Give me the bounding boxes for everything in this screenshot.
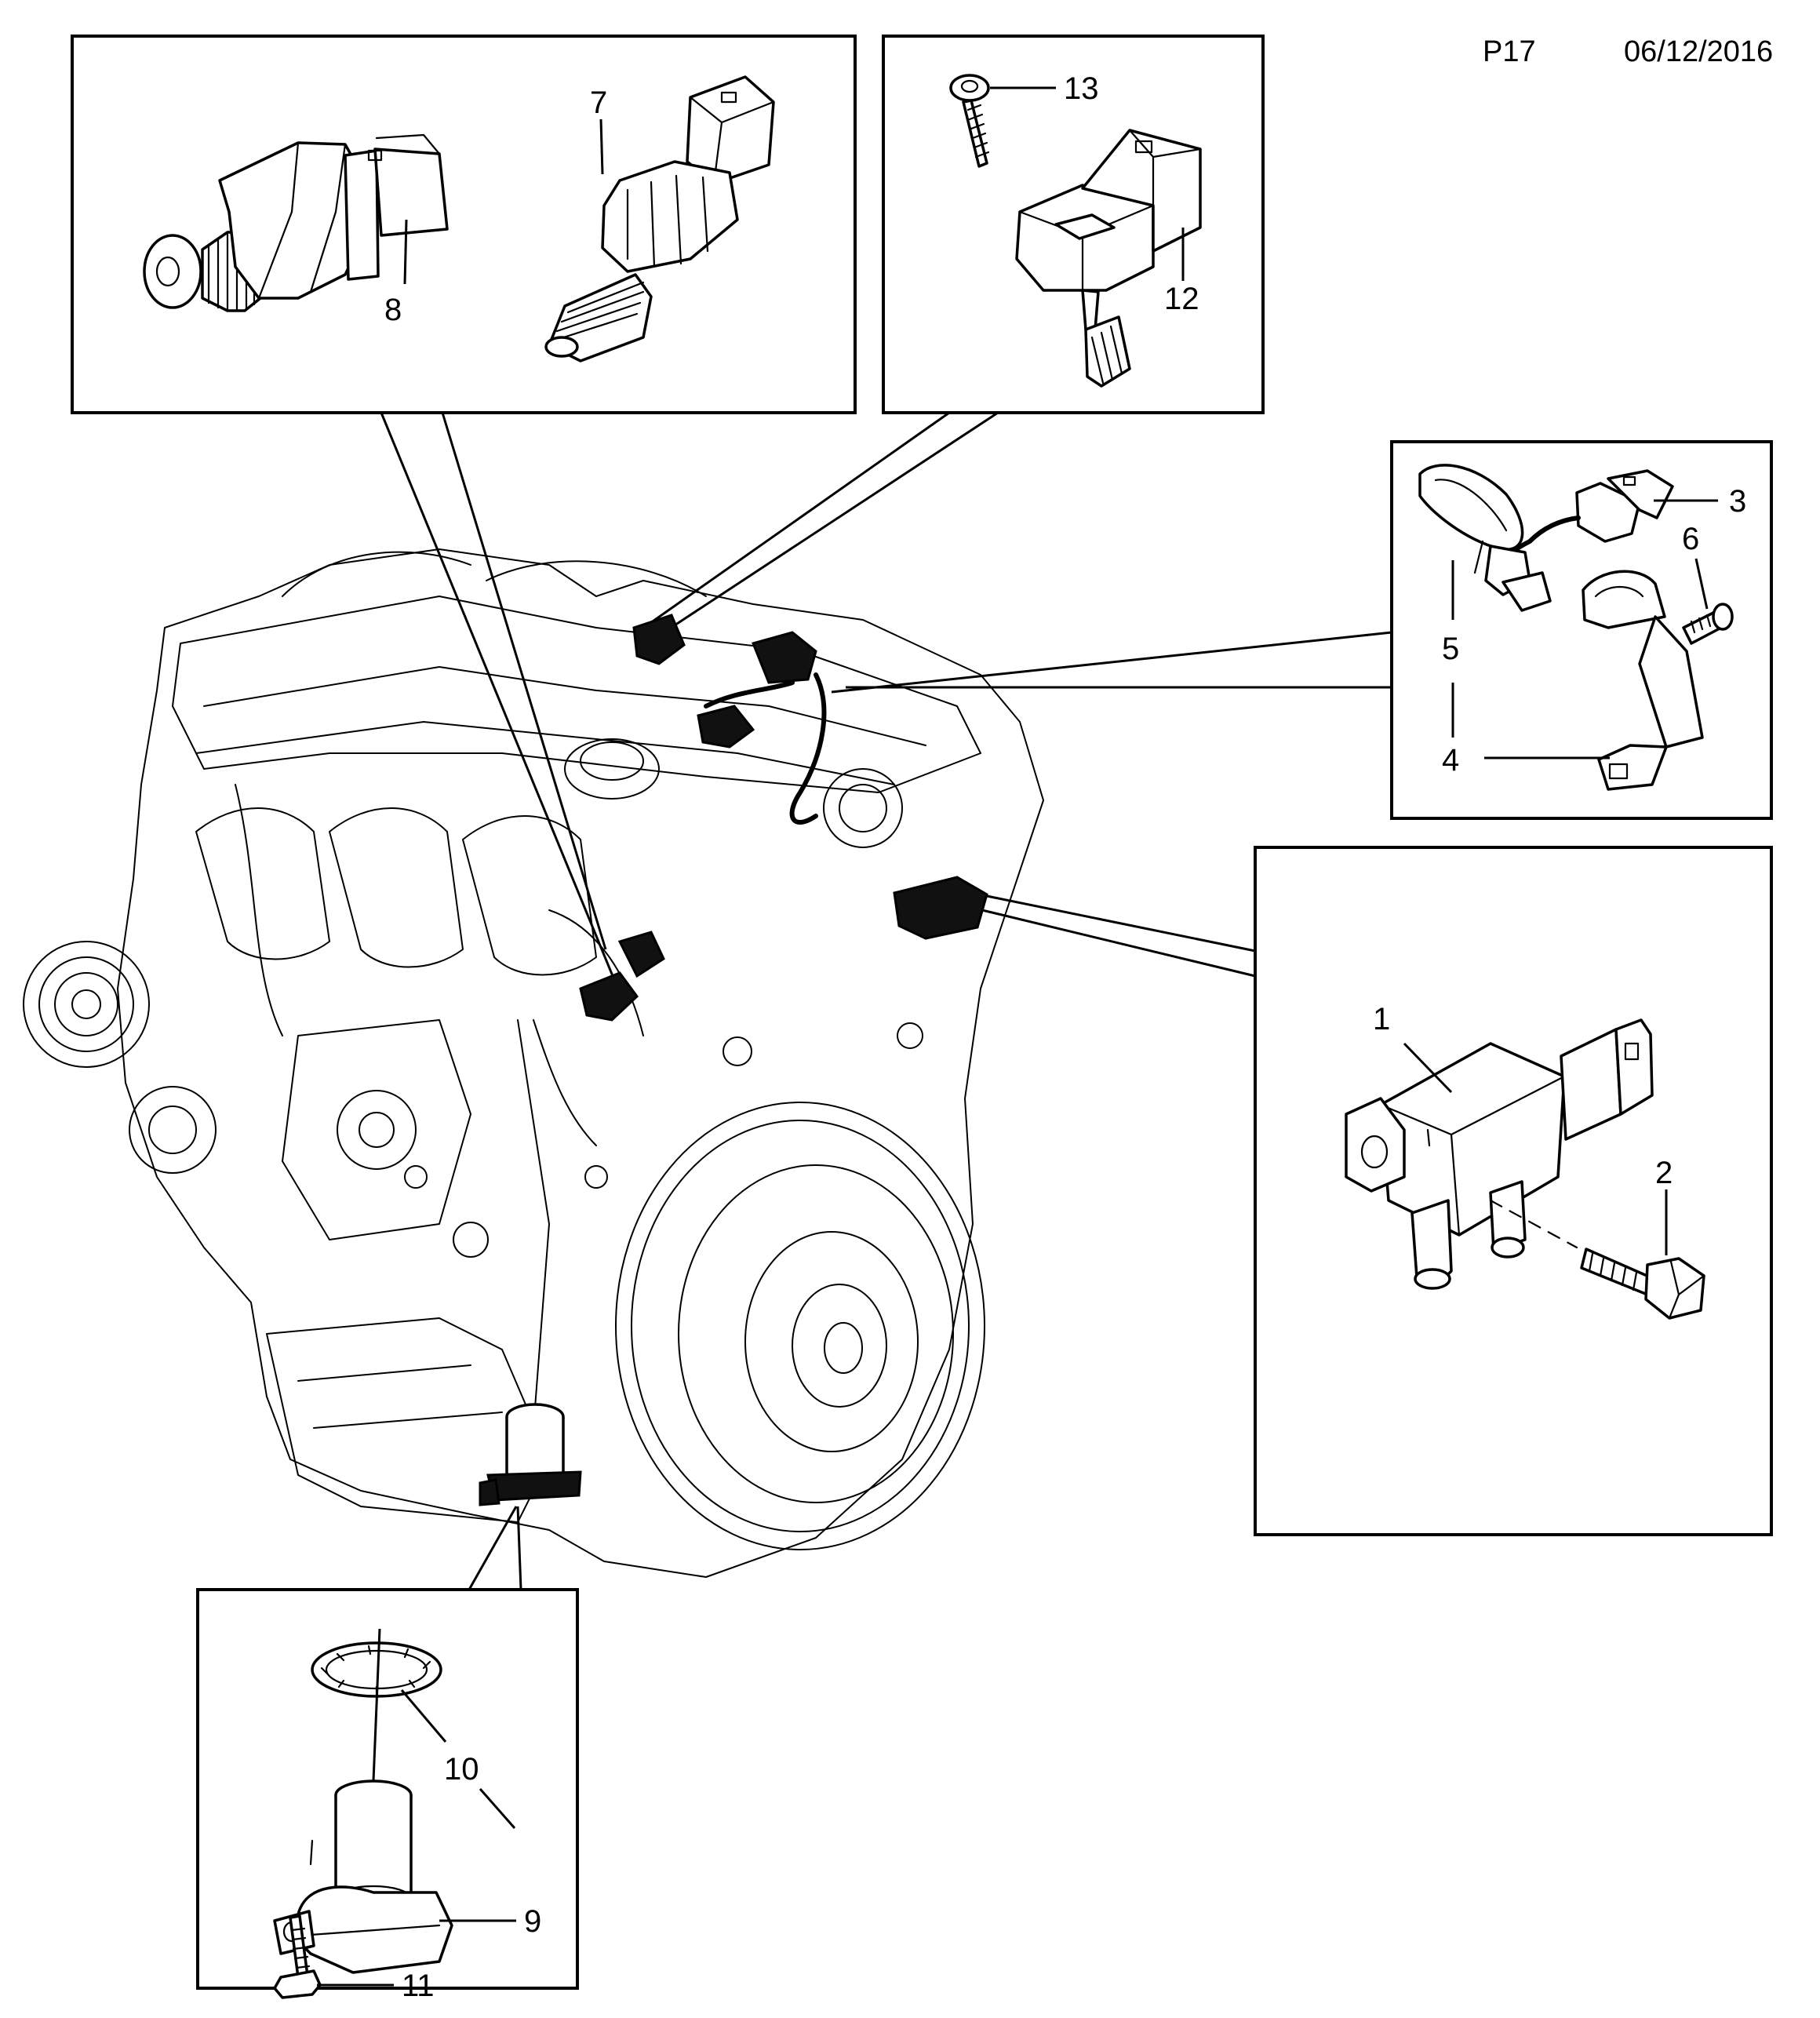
callout-13: 13 <box>1064 71 1099 106</box>
temperature-sensor-harness-3-drawing <box>1484 469 1674 612</box>
bolt-6-drawing <box>1682 603 1734 645</box>
leader-9-upper <box>479 1788 516 1829</box>
callout-2: 2 <box>1655 1156 1673 1190</box>
callout-3: 3 <box>1729 484 1746 519</box>
callout-9: 9 <box>524 1904 541 1939</box>
leader-10-axis <box>372 1628 381 1782</box>
leader-6 <box>1694 558 1709 610</box>
oil-pressure-switch-8-drawing <box>143 133 449 312</box>
map-sensor-12-drawing <box>1015 129 1202 388</box>
callout-6: 6 <box>1682 522 1699 556</box>
detail-box-temperature-sensor-harness <box>1390 440 1773 820</box>
bolt-11-drawing <box>273 1914 322 1999</box>
box-leader-lines <box>380 411 1392 1590</box>
callout-10: 10 <box>444 1752 479 1787</box>
page-date: 06/12/2016 <box>1624 35 1773 68</box>
callout-4: 4 <box>1442 743 1459 778</box>
callout-7: 7 <box>590 86 607 120</box>
callout-8: 8 <box>384 293 402 327</box>
detail-box-oil-level-sensor <box>196 1588 579 1990</box>
bracket-4-drawing <box>1582 570 1704 791</box>
screw-13-drawing <box>949 74 990 168</box>
highlighted-components-on-engine <box>479 614 988 1506</box>
detail-box-pressure-switches <box>71 35 857 414</box>
bolt-2-drawing <box>1489 1199 1705 1320</box>
detail-box-map-sensor <box>882 35 1265 414</box>
pressure-sensor-1-drawing <box>1345 1018 1654 1290</box>
page-code: P17 <box>1483 35 1536 68</box>
oil-pressure-switch-7-drawing <box>544 75 775 362</box>
callout-12: 12 <box>1164 282 1199 316</box>
detail-box-pressure-sensor <box>1254 846 1773 1536</box>
callout-5: 5 <box>1442 632 1459 666</box>
leader-8 <box>403 219 408 285</box>
seal-ring-10-drawing <box>311 1641 442 1698</box>
leader-7 <box>599 118 604 175</box>
engine-assembly-illustration <box>23 548 1044 1578</box>
leader-1 <box>1403 1042 1453 1094</box>
callout-11: 11 <box>402 1969 435 2003</box>
callout-1: 1 <box>1373 1002 1390 1036</box>
cable-tie-5-drawing <box>1418 464 1524 574</box>
leader-10 <box>400 1689 447 1743</box>
